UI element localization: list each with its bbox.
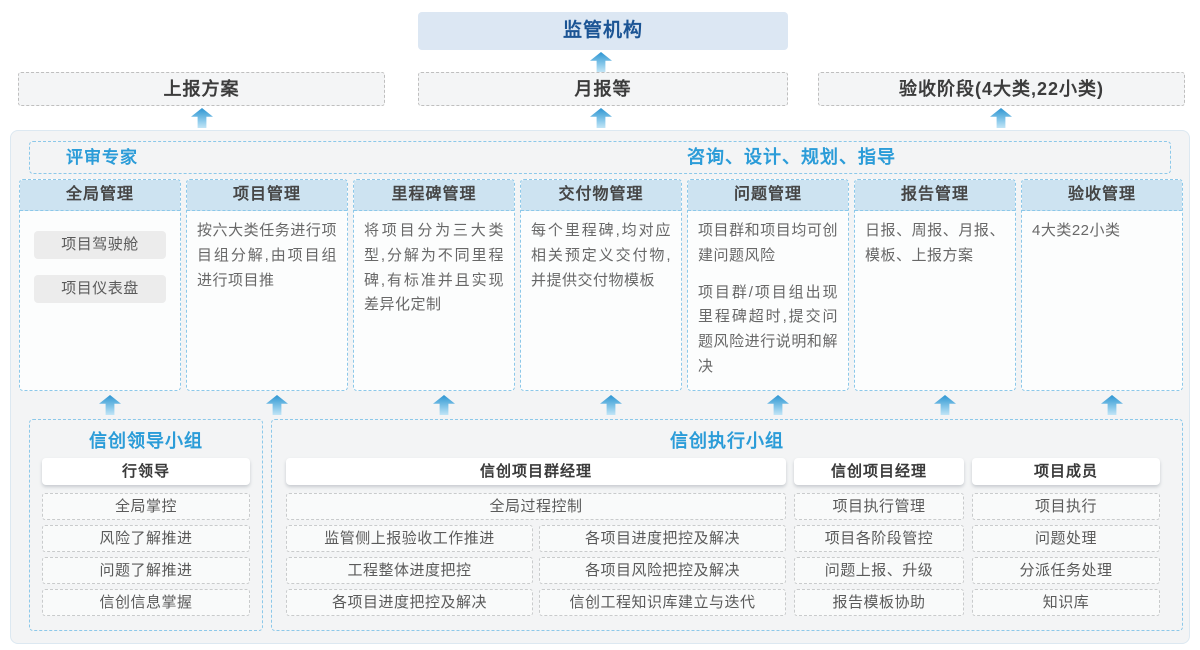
- up-arrow-icon: [990, 108, 1012, 128]
- task-item: 工程整体进度把控: [286, 557, 533, 584]
- column-title: 问题管理: [688, 180, 848, 211]
- up-arrow-icon: [433, 395, 455, 415]
- output-box-monthly-report: 月报等: [418, 72, 788, 106]
- member-task-list: 项目执行 问题处理 分派任务处理 知识库: [972, 493, 1160, 616]
- platform-header-strip: 评审专家 咨询、设计、规划、指导: [29, 141, 1171, 174]
- platform-panel: 评审专家 咨询、设计、规划、指导 全局管理 项目驾驶舱 项目仪表盘 项目管理 按…: [10, 130, 1190, 644]
- up-arrow-icon: [934, 395, 956, 415]
- project-manager-task-list: 项目执行管理 项目各阶段管控 问题上报、升级 报告模板协助: [794, 493, 964, 616]
- program-manager-group: 信创项目群经理 全局过程控制 监管侧上报验收工作推进 各项目进度把控及解决 工程…: [286, 458, 786, 616]
- up-arrow-icon: [1101, 395, 1123, 415]
- task-item: 全局过程控制: [286, 493, 786, 520]
- up-arrow-icon: [99, 395, 121, 415]
- task-item: 问题上报、升级: [794, 557, 964, 584]
- task-item: 项目执行: [972, 493, 1160, 520]
- consulting-design-label: 咨询、设计、规划、指导: [687, 147, 896, 167]
- column-body: 项目群和项目均可创建问题风险 项目群/项目组出现里程碑超时,提交问题风险进行说明…: [688, 211, 848, 390]
- up-arrow-icon: [266, 395, 288, 415]
- column-text: 将项目分为三大类型,分解为不同里程碑,有标准并且实现差异化定制: [364, 222, 504, 314]
- column-text: 按六大类任务进行项目组分解,由项目组进行项目推: [197, 222, 337, 289]
- program-manager-task-grid: 监管侧上报验收工作推进 各项目进度把控及解决 工程整体进度把控 各项目风险把控及…: [286, 525, 786, 616]
- leader-task-list: 全局掌控 风险了解推进 问题了解推进 信创信息掌握: [42, 493, 250, 616]
- column-body: 日报、周报、月报、模板、上报方案: [855, 211, 1015, 289]
- regulator-box: 监管机构: [418, 12, 788, 50]
- leader-group-box: 信创领导小组 行领导 全局掌控 风险了解推进 问题了解推进 信创信息掌握: [29, 419, 263, 631]
- module-column-report-mgmt: 报告管理 日报、周报、月报、模板、上报方案: [854, 179, 1016, 391]
- column-text: 项目群和项目均可创建问题风险: [698, 222, 838, 264]
- up-arrow-icon: [590, 108, 612, 128]
- module-column-global-mgmt: 全局管理 项目驾驶舱 项目仪表盘: [19, 179, 181, 391]
- task-item: 问题处理: [972, 525, 1160, 552]
- column-text: 项目群/项目组出现里程碑超时,提交问题风险进行说明和解决: [698, 283, 838, 375]
- task-item: 风险了解推进: [42, 525, 250, 552]
- column-title: 项目管理: [187, 180, 347, 211]
- column-title: 全局管理: [20, 180, 180, 211]
- output-label: 上报方案: [163, 79, 240, 99]
- module-column-milestone-mgmt: 里程碑管理 将项目分为三大类型,分解为不同里程碑,有标准并且实现差异化定制: [353, 179, 515, 391]
- task-item: 各项目进度把控及解决: [286, 589, 533, 616]
- column-body: 将项目分为三大类型,分解为不同里程碑,有标准并且实现差异化定制: [354, 211, 514, 338]
- role-pill-bank-leader: 行领导: [42, 458, 250, 485]
- column-title: 交付物管理: [521, 180, 681, 211]
- column-body: 项目驾驶舱 项目仪表盘: [20, 211, 180, 327]
- column-text: 4大类22小类: [1032, 222, 1121, 239]
- feature-pill: 项目驾驶舱: [34, 231, 166, 259]
- task-item: 各项目风险把控及解决: [539, 557, 786, 584]
- up-arrow-icon: [590, 52, 612, 72]
- task-item: 全局掌控: [42, 493, 250, 520]
- role-pill-project-manager: 信创项目经理: [794, 458, 964, 485]
- task-item: 分派任务处理: [972, 557, 1160, 584]
- column-text: 每个里程碑,均对应相关预定义交付物,并提供交付物模板: [531, 222, 671, 289]
- module-columns: 全局管理 项目驾驶舱 项目仪表盘 项目管理 按六大类任务进行项目组分解,由项目组…: [19, 179, 1183, 391]
- column-title: 验收管理: [1022, 180, 1182, 211]
- column-title: 里程碑管理: [354, 180, 514, 211]
- up-arrow-icon: [191, 108, 213, 128]
- module-column-deliverable-mgmt: 交付物管理 每个里程碑,均对应相关预定义交付物,并提供交付物模板: [520, 179, 682, 391]
- project-manager-group: 信创项目经理 项目执行管理 项目各阶段管控 问题上报、升级 报告模板协助: [794, 458, 964, 616]
- up-arrow-icon: [600, 395, 622, 415]
- executor-group-title: 信创执行小组: [670, 431, 784, 451]
- role-pill-member: 项目成员: [972, 458, 1160, 485]
- task-item: 监管侧上报验收工作推进: [286, 525, 533, 552]
- role-pill-program-manager: 信创项目群经理: [286, 458, 786, 485]
- up-arrow-icon: [767, 395, 789, 415]
- output-box-acceptance-stage: 验收阶段(4大类,22小类): [818, 72, 1185, 106]
- regulator-label: 监管机构: [562, 20, 643, 41]
- task-item: 信创信息掌握: [42, 589, 250, 616]
- column-body: 按六大类任务进行项目组分解,由项目组进行项目推: [187, 211, 347, 313]
- member-group: 项目成员 项目执行 问题处理 分派任务处理 知识库: [972, 458, 1160, 616]
- task-item: 各项目进度把控及解决: [539, 525, 786, 552]
- task-item: 问题了解推进: [42, 557, 250, 584]
- task-item: 信创工程知识库建立与迭代: [539, 589, 786, 616]
- column-body: 每个里程碑,均对应相关预定义交付物,并提供交付物模板: [521, 211, 681, 313]
- output-label: 验收阶段(4大类,22小类): [898, 79, 1105, 99]
- feature-pill: 项目仪表盘: [34, 275, 166, 303]
- task-item: 报告模板协助: [794, 589, 964, 616]
- module-column-issue-mgmt: 问题管理 项目群和项目均可创建问题风险 项目群/项目组出现里程碑超时,提交问题风…: [687, 179, 849, 391]
- column-body: 4大类22小类: [1022, 211, 1182, 264]
- column-text: 日报、周报、月报、模板、上报方案: [865, 222, 1005, 264]
- task-item: 项目各阶段管控: [794, 525, 964, 552]
- output-box-report-plan: 上报方案: [18, 72, 385, 106]
- executor-group-box: 信创执行小组 信创项目群经理 全局过程控制 监管侧上报验收工作推进 各项目进度把…: [271, 419, 1183, 631]
- review-experts-label: 评审专家: [66, 148, 138, 167]
- task-item: 知识库: [972, 589, 1160, 616]
- executor-roles-row: 信创项目群经理 全局过程控制 监管侧上报验收工作推进 各项目进度把控及解决 工程…: [286, 458, 1168, 616]
- module-column-project-mgmt: 项目管理 按六大类任务进行项目组分解,由项目组进行项目推: [186, 179, 348, 391]
- module-column-acceptance-mgmt: 验收管理 4大类22小类: [1021, 179, 1183, 391]
- output-label: 月报等: [574, 79, 632, 99]
- leader-group-title: 信创领导小组: [89, 431, 203, 451]
- task-item: 项目执行管理: [794, 493, 964, 520]
- column-title: 报告管理: [855, 180, 1015, 211]
